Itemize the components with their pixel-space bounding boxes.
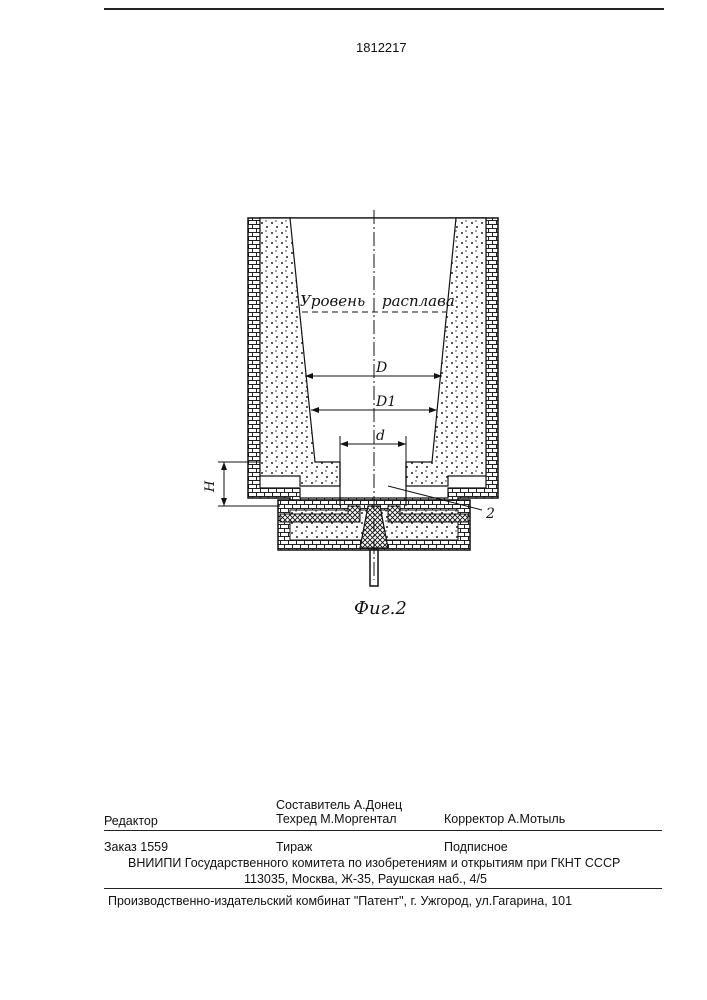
figure-caption: Фиг.2 — [354, 598, 407, 619]
crucible-figure: Уровень расплава D D1 d H 2 Фиг.2 — [180, 200, 540, 645]
org-line: ВНИИПИ Государственного комитета по изоб… — [128, 856, 620, 870]
dim-D: D — [375, 360, 387, 376]
corrector: Корректор А.Мотыль — [444, 812, 565, 826]
imprint-rule-2 — [104, 888, 662, 889]
techred: Техред М.Моргентал — [276, 812, 397, 826]
melt-level-label-2: расплава — [382, 292, 455, 310]
dim-d: d — [376, 428, 385, 444]
top-rule — [104, 8, 664, 10]
address-line: 113035, Москва, Ж-35, Раушская наб., 4/5 — [244, 872, 487, 886]
patent-number: 1812217 — [356, 40, 407, 55]
editor-label: Редактор — [104, 814, 158, 828]
order: Заказ 1559 — [104, 840, 168, 854]
compiler: Составитель А.Донец — [276, 798, 402, 812]
melt-level-label-1: Уровень — [300, 292, 365, 310]
publisher-line: Производственно-издательский комбинат "П… — [108, 894, 572, 908]
circulation: Тираж — [276, 840, 312, 854]
callout-2: 2 — [485, 506, 495, 522]
dim-H: H — [203, 480, 218, 493]
subscription: Подписное — [444, 840, 508, 854]
dim-D1: D1 — [375, 394, 396, 410]
crucible-drawing: Уровень расплава D D1 d H 2 Фиг.2 — [180, 200, 540, 640]
imprint-rule-1 — [104, 830, 662, 831]
